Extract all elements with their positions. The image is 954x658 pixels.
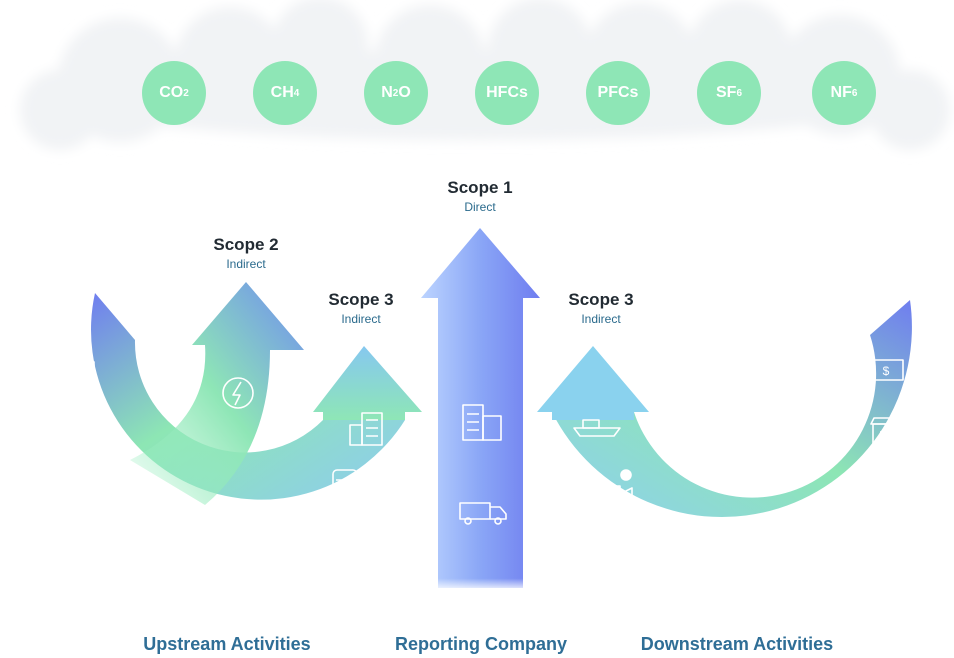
scope3-left-title: Scope 3 [328, 290, 394, 309]
gas-subscript: 2 [392, 87, 399, 99]
truck-icon [459, 502, 507, 525]
scope3-left-arrow [313, 346, 422, 420]
factory-icon [61, 341, 95, 385]
gas-formula: CH [270, 84, 294, 101]
office-building-icon [349, 412, 383, 446]
gas-subscript: 6 [736, 87, 742, 99]
scope2-label: Scope 2 Indirect [176, 235, 316, 271]
scope1-title: Scope 1 [447, 178, 513, 197]
scope2-arrow [130, 282, 304, 505]
office-building-icon [825, 493, 859, 529]
scope3-right-title: Scope 3 [568, 290, 634, 309]
gas-formula: SF [715, 84, 737, 101]
trash-can-icon [746, 543, 778, 577]
recycle-bin-icon [214, 548, 246, 574]
downstream-activities-label: Downstream Activities [640, 634, 834, 654]
dollar-bill-icon [868, 359, 904, 381]
gas-formula: N [381, 84, 393, 101]
scope2-subtitle: Indirect [226, 257, 266, 271]
downstream-arc [552, 300, 912, 518]
gas-subscript: 6 [851, 87, 858, 99]
scope1-arrow [421, 228, 540, 588]
lightbulb-icon [652, 529, 688, 555]
gas-circle: HFCs [475, 61, 539, 125]
scope3-left-label: Scope 3 Indirect [291, 290, 431, 326]
ship-icon [573, 419, 621, 437]
gas-formula: PFCs [597, 84, 639, 101]
scope1-label: Scope 1 Direct [410, 178, 550, 214]
lightning-icon [222, 377, 254, 409]
mining-cart-icon [85, 483, 113, 520]
scope3-right-subtitle: Indirect [581, 312, 621, 326]
gas-formula: HFCs [486, 84, 528, 101]
reporting-company-label: Reporting Company [394, 634, 567, 654]
gas-formula: CO [159, 84, 184, 101]
ship-icon [132, 539, 181, 557]
scope2-title: Scope 2 [213, 235, 279, 254]
scope3-left-subtitle: Indirect [341, 312, 381, 326]
gas-subscript: 4 [293, 87, 300, 99]
office-building-icon [462, 404, 502, 441]
scope1-subtitle: Direct [464, 200, 496, 214]
gas-subscript: 2 [183, 87, 189, 99]
tow-truck-icon [59, 415, 93, 450]
train-icon [332, 469, 358, 507]
airplane-icon [277, 529, 311, 557]
upstream-activities-label: Upstream Activities [143, 634, 311, 654]
gas-formula: NF [830, 84, 852, 101]
dollar-sign: $ [883, 364, 890, 378]
scope3-right-label: Scope 3 Indirect [531, 290, 671, 326]
gas-circle: PFCs [586, 61, 650, 125]
factory-icon [605, 469, 633, 507]
gas-formula-tail: O [398, 84, 411, 101]
storefront-icon [870, 417, 906, 447]
scope3-right-arrow [537, 346, 649, 420]
